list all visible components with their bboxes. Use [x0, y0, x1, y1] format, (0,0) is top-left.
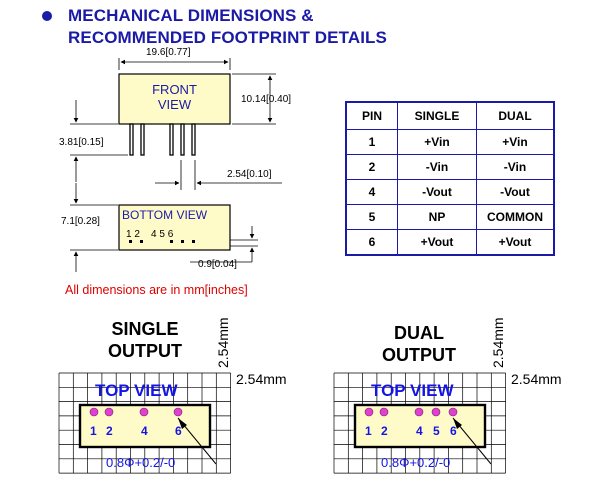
width-dimension: 19.6[0.77] [146, 47, 191, 58]
single-hole-spec: 0.8Φ+0.2/-0 [106, 455, 176, 470]
dual-cell: COMMON [476, 204, 555, 230]
dual-hole-spec: 0.8Φ+0.2/-0 [381, 455, 451, 470]
single-top-view-label: TOP VIEW [95, 381, 178, 400]
dual-pin-label-1: 1 [365, 424, 372, 438]
single-cell: -Vin [397, 154, 477, 180]
pin-cell: 5 [345, 204, 398, 230]
units-note: All dimensions are in mm[inches] [65, 283, 248, 297]
pin-table: PIN SINGLE DUAL 1 +Vin +Vin 2 -Vin -Vin … [345, 101, 555, 256]
dual-cell: -Vout [476, 179, 555, 205]
pin-table-header: PIN SINGLE DUAL [345, 101, 555, 130]
single-header: SINGLE [397, 101, 477, 130]
height-dimension: 10.14[0.40] [241, 94, 292, 105]
pin-cell: 6 [345, 229, 398, 256]
dual-title-line1: DUAL [394, 323, 444, 343]
dual-pin-label-6: 6 [450, 424, 457, 438]
single-cell: -Vout [397, 179, 477, 205]
pin-cell: 4 [345, 179, 398, 205]
pin-length-dimension: 3.81[0.15] [59, 137, 104, 148]
table-row: 6 +Vout +Vout [345, 229, 555, 256]
bullet-icon [42, 11, 52, 21]
dual-title-line2: OUTPUT [382, 345, 456, 365]
single-title-line2: OUTPUT [108, 341, 182, 361]
dual-pad-2 [379, 407, 389, 417]
pin-header: PIN [345, 101, 398, 130]
single-cell: +Vin [397, 129, 477, 155]
dual-pad-5 [431, 407, 441, 417]
dual-pad-6 [448, 407, 458, 417]
bottom-view-pin-numbers: 1 2 4 5 6 [126, 229, 174, 240]
single-pad-4 [139, 407, 149, 417]
dual-header: DUAL [476, 101, 555, 130]
pin-cell: 1 [345, 129, 398, 155]
single-pin-label-2: 2 [106, 424, 113, 438]
single-pad-1 [89, 407, 99, 417]
dual-top-view-label: TOP VIEW [371, 381, 454, 400]
dual-output-title: DUAL OUTPUT [372, 322, 466, 366]
front-view-label-line1: FRONT [152, 82, 197, 97]
dual-cell: +Vin [476, 129, 555, 155]
single-grid-horizontal-label: 2.54mm [236, 371, 287, 387]
bottom-view-label: BOTTOM VIEW [122, 208, 208, 222]
dual-pads [364, 407, 458, 417]
single-pad-2 [104, 407, 114, 417]
single-footprint-grid [58, 372, 231, 474]
front-view-label: FRONT VIEW [119, 82, 230, 112]
dual-cell: +Vout [476, 229, 555, 256]
table-row: 2 -Vin -Vin [345, 154, 555, 180]
table-row: 5 NP COMMON [345, 204, 555, 230]
section-heading-line2: RECOMMENDED FOOTPRINT DETAILS [68, 28, 387, 47]
single-output-title: SINGLE OUTPUT [98, 318, 192, 362]
single-pin-label-4: 4 [141, 424, 148, 438]
dual-grid-horizontal-label: 2.54mm [511, 371, 562, 387]
dual-pin-label-5: 5 [433, 424, 440, 438]
single-pads [89, 407, 183, 417]
dual-footprint-grid [333, 372, 506, 474]
pin-cell: 2 [345, 154, 398, 180]
dual-pad-4 [414, 407, 424, 417]
dual-pin-label-2: 2 [381, 424, 388, 438]
front-view-module [118, 73, 231, 125]
depth-dimension: 7.1[0.28] [61, 216, 100, 227]
section-heading-line1: MECHANICAL DIMENSIONS & [68, 6, 314, 25]
dual-pad-1 [364, 407, 374, 417]
dual-pin-label-4: 4 [416, 424, 423, 438]
dual-cell: -Vin [476, 154, 555, 180]
table-row: 1 +Vin +Vin [345, 129, 555, 155]
front-view-label-line2: VIEW [157, 97, 192, 112]
single-cell: +Vout [397, 229, 477, 256]
single-title-line1: SINGLE [111, 319, 179, 339]
single-grid-vertical-label: 2.54mm [215, 317, 231, 368]
pitch-dimension: 2.54[0.10] [227, 169, 272, 180]
single-cell: NP [397, 204, 477, 230]
dual-grid-vertical-label: 2.54mm [490, 317, 506, 368]
bottom-view-module [118, 204, 231, 251]
bottom-view-pins [129, 240, 195, 243]
single-pad-6 [173, 407, 183, 417]
single-pin-label-1: 1 [90, 424, 97, 438]
front-view-pins [129, 123, 196, 156]
pin-size-dimension: 0.9[0.04] [198, 259, 237, 270]
table-row: 4 -Vout -Vout [345, 179, 555, 205]
single-pin-label-6: 6 [175, 424, 182, 438]
